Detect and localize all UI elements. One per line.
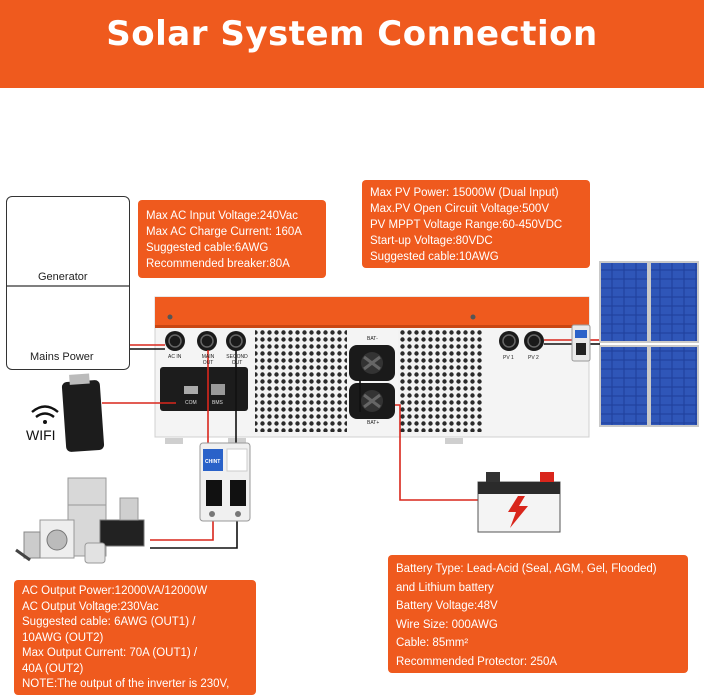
battery-line: Wire Size: 000AWG [396, 618, 498, 631]
title-banner: Solar System Connection [0, 0, 704, 88]
pv-info-box: Max PV Power: 15000W (Dual Input) Max.PV… [362, 180, 590, 268]
ac-output-info-box: AC Output Power:12000VA/12000W AC Output… [14, 580, 256, 695]
generator-label: Generator [38, 271, 88, 283]
pv1-label: PV 1 [503, 355, 514, 361]
wires [102, 339, 600, 549]
bms-label: BMS [212, 400, 223, 406]
ac-input-line: Suggested cable:6AWG [146, 242, 269, 254]
pv-line: Suggested cable:10AWG [370, 251, 499, 263]
output-line: 40A (OUT2) [22, 662, 84, 675]
output-line: AC Output Power:12000VA/12000W [22, 585, 208, 597]
output-line: 10AWG (OUT2) [22, 631, 104, 644]
bat-plus-terminal[interactable] [349, 383, 395, 419]
output-line: Max Output Current: 70A (OUT1) / [22, 647, 198, 659]
pv-breaker-icon [571, 324, 591, 362]
bat-minus-label: BAT- [367, 336, 378, 342]
pv2-port[interactable] [524, 331, 544, 351]
appliances-icon [15, 477, 145, 564]
wifi-dongle-icon [61, 373, 105, 452]
wifi-icon [31, 405, 59, 424]
vent-right [398, 330, 482, 432]
wifi-label: WIFI [26, 427, 56, 443]
ac-input-line: Max AC Charge Current: 160A [146, 226, 302, 238]
battery-line: Cable: 85mm² [396, 637, 469, 649]
mains-power-label: Mains Power [30, 351, 94, 363]
vent-left [255, 330, 347, 432]
pv1-port[interactable] [499, 331, 519, 351]
pv-line: PV MPPT Voltage Range:60-450VDC [370, 219, 563, 231]
main-out-label: MAIN OUT [201, 354, 215, 366]
pv-line: Start-up Voltage:80VDC [370, 235, 493, 247]
breaker-brand: CHINT [205, 459, 221, 465]
ac-input-line: Max AC Input Voltage:240Vac [146, 210, 298, 222]
output-line: AC Output Voltage:230Vac [22, 600, 159, 613]
output-line: NOTE:The output of the inverter is 230V, [22, 678, 230, 690]
bat-minus-terminal[interactable] [349, 345, 395, 381]
battery-line: Battery Voltage:48V [396, 600, 498, 612]
battery-icon [477, 472, 561, 533]
pv-line: Max PV Power: 15000W (Dual Input) [370, 187, 559, 199]
ac-in-port[interactable] [165, 331, 185, 351]
main-out-port[interactable] [197, 331, 217, 351]
power-source-box [6, 196, 130, 370]
com-bms-panel [160, 367, 248, 411]
second-out-label: SECOND OUT [226, 354, 248, 366]
breaker-icon [199, 442, 251, 522]
page-title: Solar System Connection [106, 14, 598, 54]
ac-input-line: Recommended breaker:80A [146, 258, 290, 270]
com-label: COM [185, 400, 197, 406]
ac-in-label: AC IN [168, 354, 182, 360]
battery-info-box: Battery Type: Lead-Acid (Seal, AGM, Gel,… [388, 555, 688, 673]
pv-line: Max.PV Open Circuit Voltage:500V [370, 203, 549, 215]
pv2-label: PV 2 [528, 355, 539, 361]
bms-port[interactable] [211, 384, 225, 395]
bat-plus-label: BAT+ [367, 420, 380, 426]
second-out-port[interactable] [226, 331, 246, 351]
battery-line: Recommended Protector: 250A [396, 655, 558, 668]
solar-panel-icon [599, 261, 699, 427]
ac-input-info-box: Max AC Input Voltage:240Vac Max AC Charg… [138, 200, 326, 278]
battery-line: Battery Type: Lead-Acid (Seal, AGM, Gel,… [396, 563, 657, 575]
output-line: Suggested cable: 6AWG (OUT1) / [22, 616, 196, 628]
battery-line: and Lithium battery [396, 581, 494, 594]
com-port[interactable] [184, 386, 198, 394]
